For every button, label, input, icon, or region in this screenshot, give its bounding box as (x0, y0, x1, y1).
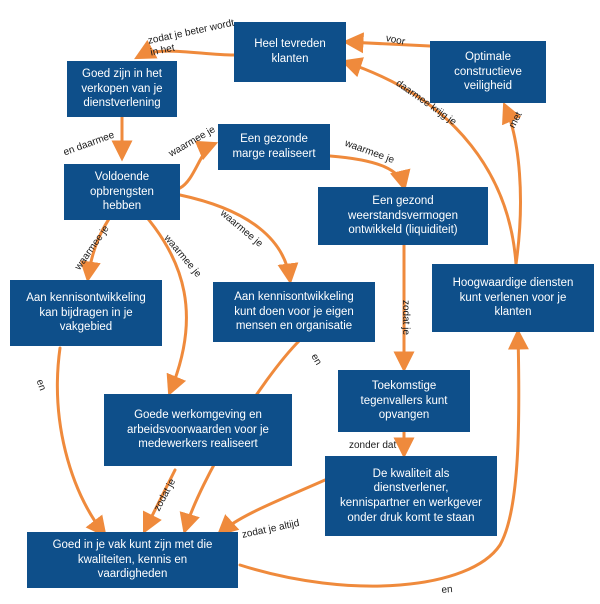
node-werkomgeving: Goede werkomgeving en arbeidsvoorwaarden… (104, 394, 292, 466)
node-kennis-vakgebied: Aan kennisontwikkeling kan bijdragen in … (10, 280, 162, 346)
node-opbrengsten: Voldoende opbrengsten hebben (64, 164, 180, 220)
arrow-marge-to-weerstand (328, 154, 411, 192)
node-kwaliteit-druk: De kwaliteit als dienstverlener, kennisp… (325, 456, 497, 536)
node-gezonde-marge: Een gezonde marge realiseert (218, 124, 330, 170)
label-zonder-dat: zonder dat (349, 440, 397, 451)
label-zodat-tegenvallers: zodat je (400, 300, 411, 336)
arrow-opbrengsten-to-marge (178, 140, 219, 190)
arrow-hoogwaardig-to-tevreden (340, 57, 518, 266)
arrow-opbrengsten-to-eigen (178, 193, 299, 285)
node-goed-verkopen: Goed zijn in het verkopen van je dienstv… (67, 61, 177, 117)
label-en-hoogwaardig: en (441, 584, 454, 596)
arrow-goedvak-to-hoogwaardig (238, 328, 529, 588)
arrow-opbrengsten-to-werkomgeving (130, 199, 188, 397)
node-hoogwaardige-diensten: Hoogwaardige diensten kunt verlenen voor… (432, 264, 594, 332)
arrow-kwaliteit-to-goedvak (216, 478, 327, 537)
arrow-werkomgeving-to-goedvak (142, 468, 177, 535)
arrow-tevreden-to-verkopen (134, 39, 236, 60)
arrow-hoogwaardig-to-optimale (502, 101, 522, 266)
arrow-optimale-to-tevreden (342, 32, 432, 54)
arrow-vakgebied-to-goedvak (55, 346, 107, 538)
node-weerstandsvermogen: Een gezond weerstandsvermogen ontwikkeld… (318, 187, 488, 245)
node-tegenvallers: Toekomstige tegenvallers kunt opvangen (338, 370, 470, 432)
node-tevreden-klanten: Heel tevreden klanten (234, 22, 346, 82)
node-kennis-eigen-mensen: Aan kennisontwikkeling kunt doen voor je… (213, 282, 375, 342)
node-optimale-veiligheid: Optimale constructieve veiligheid (430, 41, 546, 103)
node-goed-in-vak: Goed in je vak kunt zijn met die kwalite… (27, 532, 238, 588)
